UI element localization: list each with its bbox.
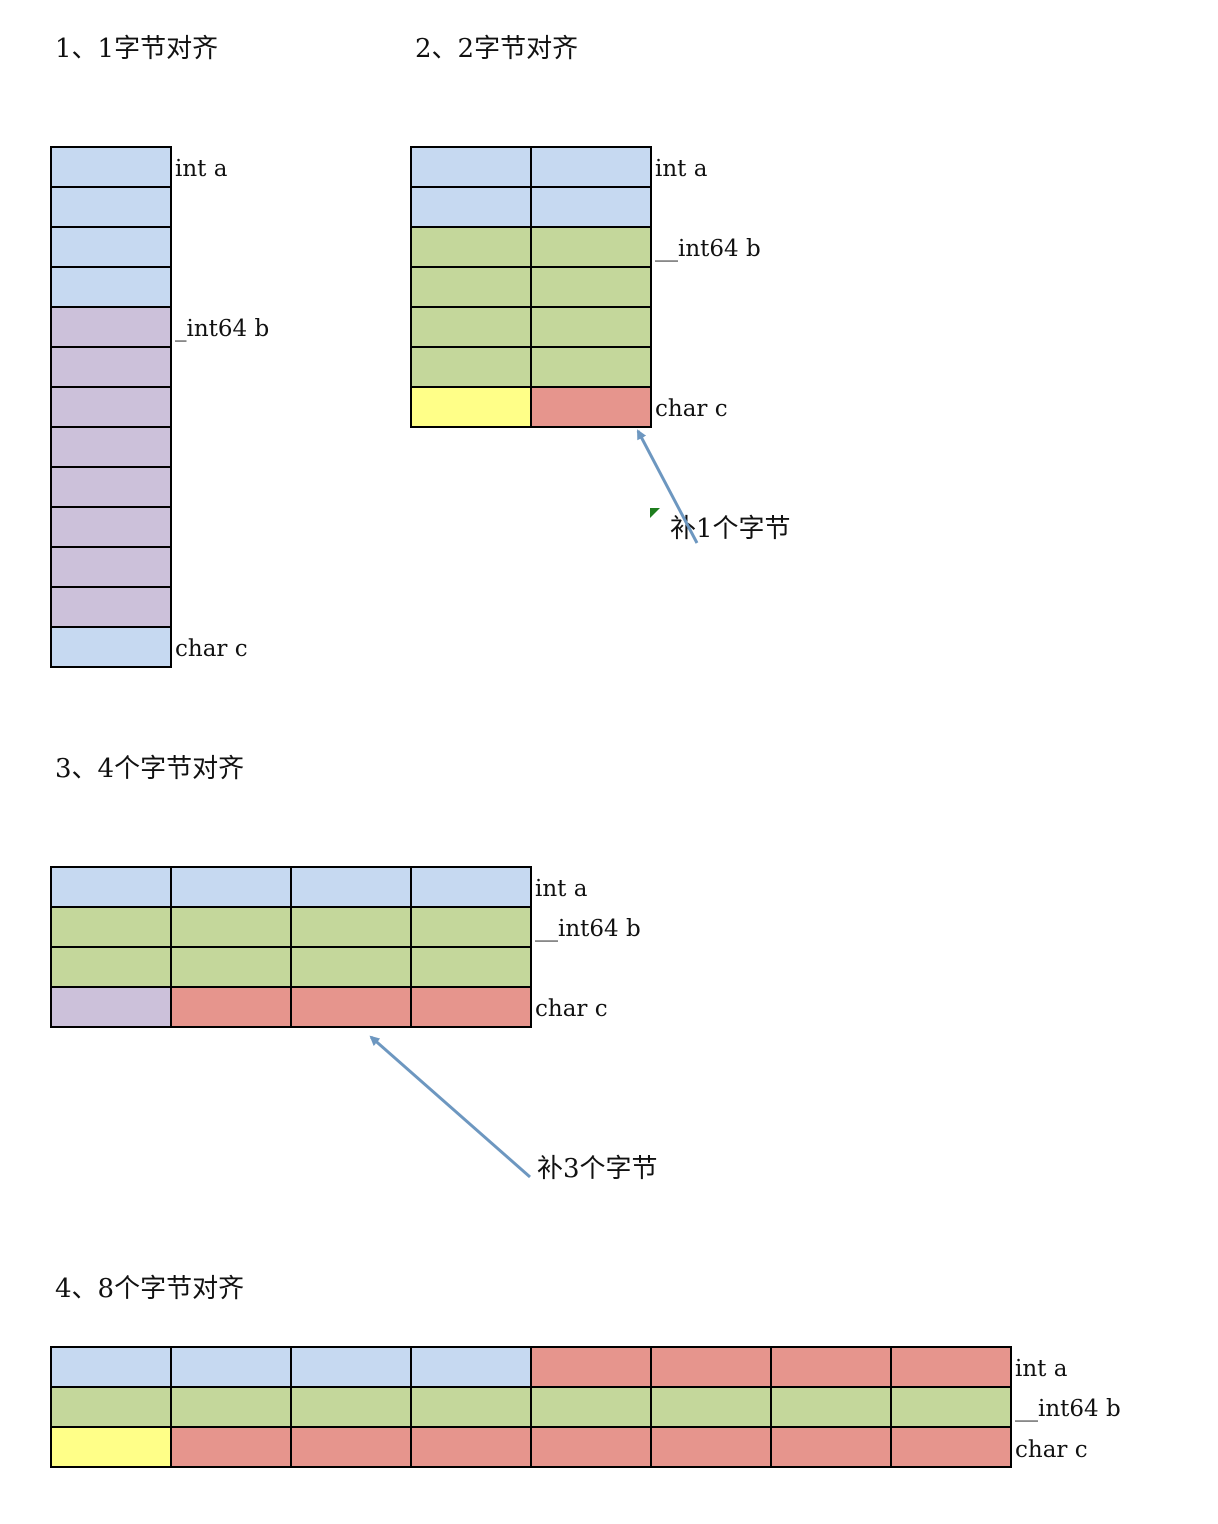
memory-byte-cell: [52, 1388, 172, 1428]
memory-byte-cell: [52, 508, 172, 548]
memory-byte-cell: [412, 908, 532, 948]
memory-byte-cell: [892, 1388, 1012, 1428]
section-3-label-int-a: int a: [535, 876, 588, 902]
memory-byte-cell: [412, 1388, 532, 1428]
memory-byte-cell: [412, 988, 532, 1028]
memory-byte-cell: [532, 1388, 652, 1428]
memory-byte-cell: [52, 988, 172, 1028]
memory-byte-cell: [172, 1388, 292, 1428]
memory-byte-cell: [412, 348, 532, 388]
section-4-title: 4、8个字节对齐: [55, 1274, 245, 1304]
memory-byte-cell: [52, 628, 172, 668]
memory-byte-cell: [52, 468, 172, 508]
memory-byte-cell: [532, 188, 652, 228]
section-4-memory-grid: [50, 1346, 1012, 1468]
memory-byte-cell: [412, 388, 532, 428]
section-4-label-char-c: char c: [1015, 1437, 1088, 1463]
memory-byte-cell: [52, 308, 172, 348]
memory-byte-cell: [292, 868, 412, 908]
memory-byte-cell: [532, 1428, 652, 1468]
memory-byte-cell: [292, 988, 412, 1028]
memory-byte-cell: [52, 428, 172, 468]
memory-byte-cell: [412, 1348, 532, 1388]
memory-byte-cell: [52, 948, 172, 988]
memory-byte-cell: [532, 228, 652, 268]
memory-byte-cell: [772, 1348, 892, 1388]
memory-byte-cell: [292, 1388, 412, 1428]
memory-byte-cell: [652, 1348, 772, 1388]
section-3-label-char-c: char c: [535, 996, 608, 1022]
memory-byte-cell: [892, 1428, 1012, 1468]
memory-byte-cell: [52, 228, 172, 268]
memory-byte-cell: [292, 1428, 412, 1468]
section-2-label-int64-b: __int64 b: [655, 236, 761, 262]
memory-byte-cell: [412, 268, 532, 308]
memory-byte-cell: [172, 1348, 292, 1388]
memory-byte-cell: [172, 1428, 292, 1468]
section-4-label-int-a: int a: [1015, 1356, 1068, 1382]
section-3-label-int64-b: __int64 b: [535, 916, 641, 942]
memory-byte-cell: [532, 348, 652, 388]
memory-byte-cell: [52, 348, 172, 388]
section-1-title: 1、1字节对齐: [55, 34, 219, 64]
section-1-label-char-c: char c: [175, 636, 248, 662]
section-4-label-int64-b: __int64 b: [1015, 1396, 1121, 1422]
memory-byte-cell: [52, 548, 172, 588]
memory-byte-cell: [652, 1388, 772, 1428]
section-1-label-int64-b: _int64 b: [175, 316, 270, 342]
memory-byte-cell: [52, 868, 172, 908]
section-3-padding-note: 补3个字节: [537, 1154, 658, 1184]
section-1-label-int-a: int a: [175, 156, 228, 182]
memory-byte-cell: [532, 148, 652, 188]
section-3-memory-grid: [50, 866, 532, 1028]
section-3-title: 3、4个字节对齐: [55, 754, 245, 784]
comment-marker-icon: [650, 508, 660, 518]
memory-byte-cell: [292, 908, 412, 948]
memory-byte-cell: [892, 1348, 1012, 1388]
section-2-label-int-a: int a: [655, 156, 708, 182]
memory-byte-cell: [52, 1428, 172, 1468]
memory-byte-cell: [172, 948, 292, 988]
memory-byte-cell: [772, 1388, 892, 1428]
section-2-title: 2、2字节对齐: [415, 34, 579, 64]
section-3-padding-arrow: [369, 1035, 531, 1179]
memory-byte-cell: [412, 308, 532, 348]
memory-byte-cell: [652, 1428, 772, 1468]
memory-byte-cell: [412, 868, 532, 908]
memory-byte-cell: [172, 868, 292, 908]
section-1-memory-grid: [50, 146, 172, 668]
memory-byte-cell: [772, 1428, 892, 1468]
memory-byte-cell: [532, 1348, 652, 1388]
section-2-memory-grid: [410, 146, 652, 428]
memory-byte-cell: [52, 188, 172, 228]
section-2-padding-arrow: [636, 429, 699, 544]
memory-byte-cell: [52, 148, 172, 188]
memory-byte-cell: [412, 228, 532, 268]
memory-byte-cell: [52, 908, 172, 948]
memory-byte-cell: [292, 1348, 412, 1388]
memory-byte-cell: [52, 1348, 172, 1388]
memory-byte-cell: [52, 268, 172, 308]
memory-byte-cell: [172, 988, 292, 1028]
memory-byte-cell: [412, 948, 532, 988]
memory-byte-cell: [532, 268, 652, 308]
memory-byte-cell: [52, 588, 172, 628]
section-2-label-char-c: char c: [655, 396, 728, 422]
memory-byte-cell: [52, 388, 172, 428]
memory-byte-cell: [172, 908, 292, 948]
memory-byte-cell: [532, 388, 652, 428]
memory-byte-cell: [412, 188, 532, 228]
memory-byte-cell: [292, 948, 412, 988]
memory-byte-cell: [412, 1428, 532, 1468]
memory-byte-cell: [412, 148, 532, 188]
memory-byte-cell: [532, 308, 652, 348]
